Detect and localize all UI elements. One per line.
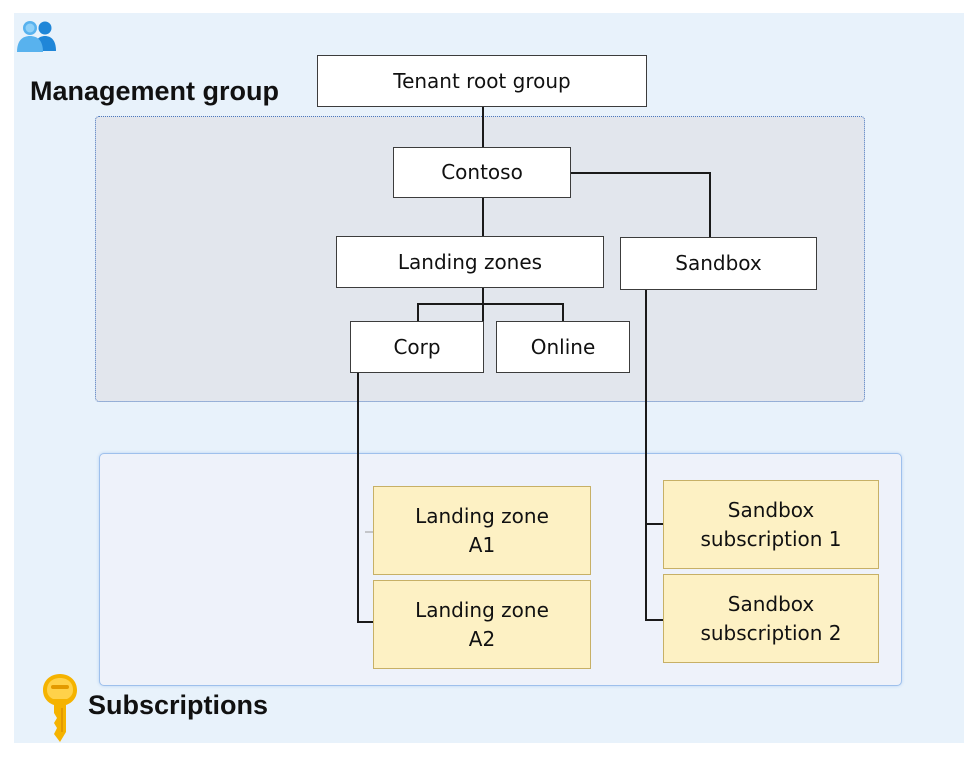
management-group-heading: Management group — [30, 76, 280, 106]
landing-zone-a1-node: Landing zone A1 — [373, 486, 591, 575]
connector-landingzones-children — [417, 303, 564, 321]
subscriptions-heading: Subscriptions — [88, 690, 269, 720]
landing-zone-a2-node: Landing zone A2 — [373, 580, 591, 669]
sandbox-node: Sandbox — [620, 237, 817, 290]
connector-sandbox-subscriptions — [645, 290, 663, 621]
landing-zones-node: Landing zones — [336, 236, 604, 288]
sandbox-subscription-1-node: Sandbox subscription 1 — [663, 480, 879, 569]
tenant-root-group-node: Tenant root group — [317, 55, 647, 107]
online-node: Online — [496, 321, 630, 373]
sandbox-subscription-2-node: Sandbox subscription 2 — [663, 574, 879, 663]
connector-contoso-sandbox — [571, 172, 711, 237]
users-icon — [17, 21, 56, 52]
corp-node: Corp — [350, 321, 484, 373]
key-icon — [43, 674, 77, 742]
connector-corp-subscriptions — [357, 373, 373, 623]
contoso-node: Contoso — [393, 147, 571, 198]
